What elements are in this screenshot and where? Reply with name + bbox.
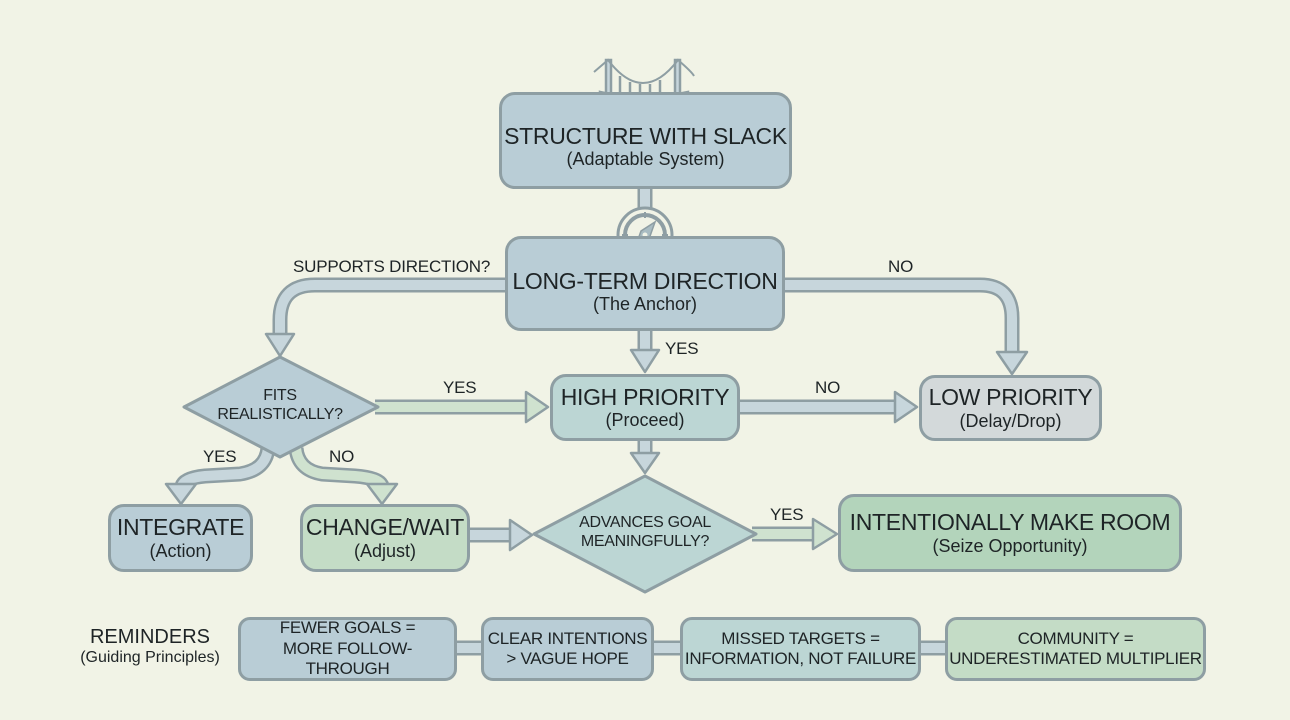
reminder-line-2: INFORMATION, NOT FAILURE bbox=[684, 649, 917, 668]
node-high-priority: HIGH PRIORITY (Proceed) bbox=[550, 374, 740, 441]
edge-label-fits-yes-down: YES bbox=[203, 447, 237, 466]
decision-advances-shape bbox=[532, 474, 758, 594]
reminder-item: CLEAR INTENTIONS > VAGUE HOPE bbox=[481, 617, 654, 681]
decision-line-1: FITS bbox=[263, 387, 297, 404]
reminder-line-1: COMMUNITY = bbox=[1017, 628, 1134, 648]
reminder-line-1: FEWER GOALS = bbox=[279, 618, 416, 638]
node-intentionally-make-room: INTENTIONALLY MAKE ROOM (Seize Opportuni… bbox=[838, 494, 1182, 572]
node-subtitle: (The Anchor) bbox=[592, 294, 698, 315]
node-low-priority: LOW PRIORITY (Delay/Drop) bbox=[919, 375, 1102, 441]
arrow-fits-to-high bbox=[375, 390, 550, 424]
reminder-line-1: CLEAR INTENTIONS bbox=[487, 628, 648, 648]
edge-label-direction-yes: YES bbox=[665, 339, 699, 358]
edge-label-supports-direction: SUPPORTS DIRECTION? bbox=[293, 257, 491, 276]
edge-label-fits-no-down: NO bbox=[329, 447, 355, 466]
edge-label-direction-no: NO bbox=[888, 257, 914, 276]
reminder-line-1: MISSED TARGETS = bbox=[721, 628, 880, 648]
arrow-high-to-low bbox=[740, 390, 919, 424]
reminders-title: REMINDERS bbox=[89, 626, 210, 648]
decision-line-2: REALISTICALLY? bbox=[217, 406, 343, 424]
node-title: CHANGE/WAIT bbox=[305, 514, 465, 541]
reminder-line-2: MORE FOLLOW-THROUGH bbox=[282, 638, 413, 679]
node-structure-with-slack: STRUCTURE WITH SLACK (Adaptable System) bbox=[499, 92, 792, 189]
node-subtitle: (Adaptable System) bbox=[566, 149, 725, 170]
reminder-item: MISSED TARGETS = INFORMATION, NOT FAILUR… bbox=[680, 617, 921, 681]
reminder-line-2: > VAGUE HOPE bbox=[506, 649, 629, 668]
node-title: INTEGRATE bbox=[116, 514, 245, 541]
decision-advances-goal: ADVANCES GOAL MEANINGFULLY? bbox=[560, 513, 730, 551]
node-integrate: INTEGRATE (Action) bbox=[108, 504, 253, 572]
arrow-direction-to-fits bbox=[264, 277, 505, 358]
arrow-high-to-advances bbox=[629, 440, 661, 475]
decision-line-1: ADVANCES GOAL bbox=[579, 514, 711, 531]
node-subtitle: (Adjust) bbox=[353, 540, 416, 561]
node-subtitle: (Proceed) bbox=[605, 410, 685, 431]
node-subtitle: (Delay/Drop) bbox=[959, 410, 1062, 431]
edge-label-high-no: NO bbox=[815, 378, 841, 397]
node-title: LOW PRIORITY bbox=[928, 384, 1093, 411]
arrow-fits-to-change bbox=[288, 446, 399, 506]
reminder-item: FEWER GOALS = MORE FOLLOW-THROUGH bbox=[238, 617, 457, 681]
node-title: INTENTIONALLY MAKE ROOM bbox=[849, 509, 1171, 536]
arrow-change-to-advances bbox=[470, 518, 534, 552]
reminders-subtitle: (Guiding Principles) bbox=[80, 649, 220, 666]
edge-label-advances-yes: YES bbox=[770, 505, 804, 524]
node-title: STRUCTURE WITH SLACK bbox=[504, 122, 787, 149]
reminder-line-2: UNDERESTIMATED MULTIPLIER bbox=[949, 649, 1202, 668]
arrow-advances-to-room bbox=[752, 517, 839, 551]
arrow-fits-to-integrate bbox=[164, 446, 276, 506]
arrow-direction-to-high bbox=[629, 330, 661, 374]
node-subtitle: (Seize Opportunity) bbox=[932, 535, 1088, 556]
decision-fits-realistically: FITS REALISTICALLY? bbox=[200, 386, 360, 424]
reminders-heading: REMINDERS (Guiding Principles) bbox=[72, 626, 228, 667]
decision-fits-shape bbox=[182, 355, 380, 459]
edge-label-fits-yes: YES bbox=[443, 378, 477, 397]
arrow-direction-to-low bbox=[785, 277, 1029, 376]
reminder-item: COMMUNITY = UNDERESTIMATED MULTIPLIER bbox=[945, 617, 1206, 681]
node-long-term-direction: LONG-TERM DIRECTION (The Anchor) bbox=[505, 236, 785, 331]
decision-line-2: MEANINGFULLY? bbox=[580, 533, 710, 551]
node-title: HIGH PRIORITY bbox=[560, 383, 730, 410]
node-title: LONG-TERM DIRECTION bbox=[512, 267, 778, 294]
node-change-wait: CHANGE/WAIT (Adjust) bbox=[300, 504, 470, 572]
node-subtitle: (Action) bbox=[149, 540, 212, 561]
